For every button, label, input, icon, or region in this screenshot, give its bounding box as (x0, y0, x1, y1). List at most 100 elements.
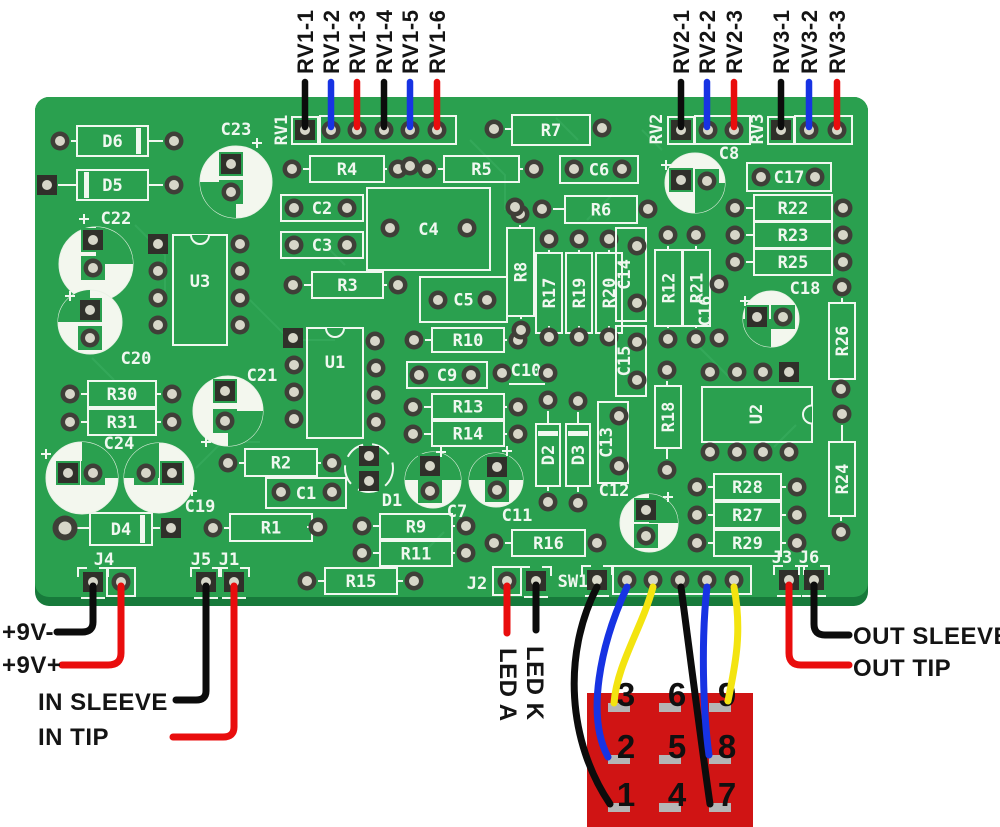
component-U3: U3 (148, 234, 250, 346)
pad-hole (778, 312, 788, 322)
silk-outline (319, 115, 457, 145)
pad-hole (662, 365, 672, 375)
component-J5: J5 (190, 550, 222, 599)
component-R31: R31 (60, 408, 182, 436)
pad-hole (836, 527, 846, 537)
component-C11: C11 (468, 446, 532, 526)
wire-sw-7 (677, 583, 714, 808)
pad-hole (371, 417, 381, 427)
silk-label: R17 (540, 278, 560, 309)
pad-hole (692, 482, 702, 492)
footswitch-lug (709, 703, 731, 712)
silk-outline (559, 155, 639, 184)
pad-hole (364, 476, 374, 486)
silk-label: R28 (732, 478, 763, 498)
pad-hole (235, 293, 245, 303)
silk-label: R21 (688, 273, 708, 304)
pad-hole (784, 575, 794, 585)
silk-label: SW1 (558, 572, 589, 592)
silk-label: C8 (719, 144, 739, 164)
pad-hole (529, 164, 539, 174)
silk-label: R25 (778, 253, 809, 273)
label-in-sleeve: IN SLEEVE (38, 689, 168, 716)
pad-hole (838, 203, 848, 213)
component-D1: D1 (344, 443, 402, 511)
component-D3: D3 (565, 391, 591, 513)
silk-outline (265, 477, 347, 509)
silk-label: C18 (790, 279, 821, 299)
pad-hole (758, 447, 768, 457)
label-rv3-2: RV3-2 (797, 10, 822, 74)
silk-label: R11 (401, 545, 432, 565)
pad-hole (55, 136, 65, 146)
trace (319, 239, 346, 266)
pad-hole (425, 486, 435, 496)
wire-sw-8 (699, 583, 713, 759)
silk-outline (406, 361, 488, 389)
pad-hole (705, 367, 715, 377)
silk-label: C5 (453, 291, 473, 311)
pad-hole (220, 416, 230, 426)
pad-hole (409, 335, 419, 345)
pad-hole (838, 230, 848, 240)
pad-hole (288, 280, 298, 290)
silk-outline (615, 227, 647, 322)
pad-hole (85, 333, 95, 343)
component-C1: C1 (265, 477, 347, 509)
silk-label: R8 (512, 262, 532, 282)
component-R29: R29 (687, 529, 807, 557)
pad-hole (58, 521, 72, 535)
component-C5: C5 (419, 276, 508, 323)
silk-outline (280, 194, 364, 222)
label-rv1-6: RV1-6 (425, 10, 450, 74)
cap-wedge (96, 227, 133, 264)
footswitch-pin-5: 5 (659, 728, 686, 765)
pad-hole (466, 370, 476, 380)
label-rv1-5: RV1-5 (398, 10, 423, 74)
silk-label: C3 (312, 236, 332, 256)
pad-hole (729, 575, 739, 585)
pad-hole (604, 234, 614, 244)
component-R24: R24 (828, 404, 856, 542)
copper-traces (91, 117, 797, 559)
footswitch-pin-7: 7 (709, 776, 736, 813)
pad-hole (663, 230, 673, 240)
pad-hole (543, 497, 553, 507)
silk-label: R16 (533, 534, 564, 554)
pad-hole (492, 485, 502, 495)
silk-outline (746, 162, 832, 192)
pad-hole (342, 240, 352, 250)
footswitch-pin-number: 5 (668, 728, 686, 765)
silk-label: C24 (104, 434, 135, 454)
silk-label: C13 (597, 427, 617, 458)
silk-label: C19 (185, 497, 216, 517)
component-R22: R22 (725, 194, 853, 222)
pad-hole (461, 548, 471, 558)
silk-label: D1 (382, 491, 402, 511)
component-J2: J2 (467, 566, 552, 598)
pad-hole (836, 384, 846, 394)
pad-hole (641, 505, 651, 515)
label-rv3-3: RV3-3 (825, 10, 850, 74)
footswitch-pin-1: 1 (608, 776, 635, 813)
component-C8: C8 (661, 144, 739, 214)
silk-label: R26 (833, 326, 853, 357)
pad-hole (220, 386, 230, 396)
pad-hole (597, 123, 607, 133)
pad-hole (153, 239, 163, 249)
pad-hole (691, 334, 701, 344)
via-pads (400, 156, 729, 383)
pad-hole (385, 223, 395, 233)
footswitch-lug (659, 755, 681, 764)
silk-label: C23 (221, 120, 252, 140)
silk-label: R18 (659, 402, 679, 433)
silk-label: U3 (190, 272, 210, 292)
component-R4: R4 (282, 155, 408, 183)
silk-label: C2 (312, 199, 332, 219)
pad-hole (837, 409, 847, 419)
pad-hole (327, 458, 337, 468)
component-D5: D5 (37, 169, 184, 201)
pad-hole (208, 523, 218, 533)
